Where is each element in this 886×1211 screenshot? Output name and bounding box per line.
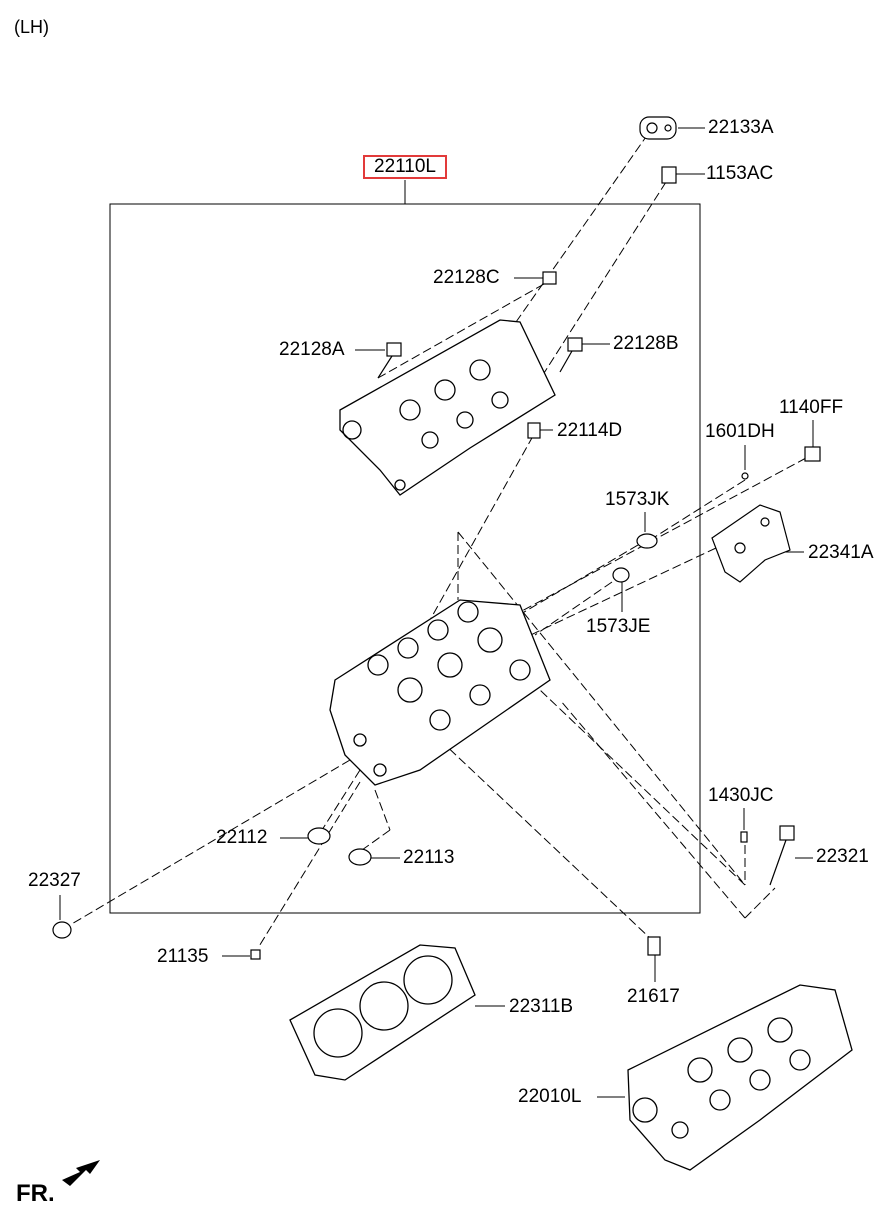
label-1140FF[interactable]: 1140FF	[779, 397, 844, 418]
label-22128C[interactable]: 22128C	[433, 267, 500, 288]
plug-22112	[307, 827, 331, 845]
label-22010L[interactable]: 22010L	[518, 1086, 582, 1107]
bolt-22128C	[542, 271, 557, 285]
label-1573JK[interactable]: 1573JK	[605, 489, 670, 510]
bolt-1140FF	[804, 446, 821, 462]
label-21135[interactable]: 21135	[157, 946, 209, 967]
label-22113[interactable]: 22113	[403, 847, 455, 868]
bolt-1153AC	[661, 166, 677, 184]
label-21617[interactable]: 21617	[627, 986, 680, 1007]
plug-22327	[52, 921, 72, 939]
plug-1573JK	[636, 533, 658, 549]
label-22133A[interactable]: 22133A	[708, 117, 774, 138]
label-22311B[interactable]: 22311B	[509, 996, 574, 1017]
front-arrow-icon	[62, 1160, 100, 1186]
label-1153AC[interactable]: 1153AC	[706, 163, 774, 184]
label-22114D[interactable]: 22114D	[557, 420, 623, 441]
gasket-22133A	[639, 116, 677, 140]
label-22327[interactable]: 22327	[28, 870, 81, 891]
cylinder-head	[329, 599, 551, 786]
bolt-22128B	[567, 337, 583, 352]
front-direction-label: FR.	[16, 1180, 55, 1207]
label-22112[interactable]: 22112	[216, 827, 268, 848]
assembly-frame	[109, 203, 701, 914]
plug-22113	[348, 848, 372, 866]
label-1573JE[interactable]: 1573JE	[586, 616, 651, 637]
cam-carrier	[339, 319, 556, 496]
head-assembly	[627, 984, 853, 1171]
label-22128B[interactable]: 22128B	[613, 333, 679, 354]
bracket-22341A	[711, 504, 791, 583]
label-22321[interactable]: 22321	[816, 846, 869, 867]
plug-1573JE	[612, 567, 630, 583]
head-gasket	[289, 944, 476, 1081]
selected-part-label[interactable]: 22110L	[363, 155, 447, 179]
label-22128A[interactable]: 22128A	[279, 339, 345, 360]
stud-21617	[647, 936, 661, 956]
label-1430JC[interactable]: 1430JC	[708, 785, 774, 806]
label-1601DH[interactable]: 1601DH	[705, 421, 775, 442]
bolt-22321	[779, 825, 795, 841]
plug-1601DH	[741, 472, 749, 480]
dowel-1430JC	[740, 831, 748, 843]
bolt-22128A	[386, 342, 402, 357]
side-marker: (LH)	[14, 17, 49, 37]
dowel-21135	[250, 949, 261, 960]
seal-22114D	[527, 422, 541, 439]
label-22341A[interactable]: 22341A	[808, 542, 874, 563]
